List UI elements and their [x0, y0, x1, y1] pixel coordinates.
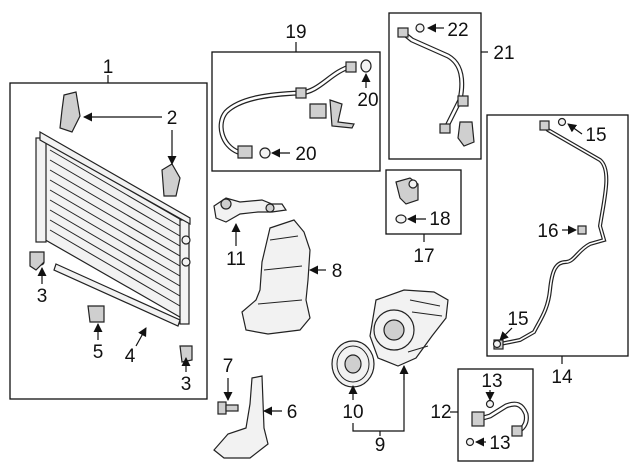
small-hose-group: 12 13 13 — [430, 368, 534, 462]
bolt — [217, 401, 239, 415]
clip-small — [87, 305, 105, 323]
pipe-group: 21 22 — [388, 12, 515, 160]
air-duct — [241, 219, 311, 335]
valve-group: 17 18 — [385, 169, 462, 267]
callout-3-right: 3 — [181, 374, 192, 395]
callout-18: 18 — [429, 209, 450, 230]
o-ring-small-upper — [485, 399, 495, 409]
bracket-lower — [161, 163, 181, 197]
discharge-pipe — [397, 27, 469, 134]
callout-9-bracket — [352, 372, 405, 432]
o-ring-upper — [360, 59, 372, 73]
pipe-group-box — [388, 12, 482, 160]
callout-3-left: 3 — [37, 286, 48, 307]
callout-15-lower: 15 — [507, 309, 528, 330]
condenser-core — [35, 130, 191, 325]
condenser-group: 1 2 3 5 4 3 — [9, 57, 208, 400]
callout-7: 7 — [223, 356, 234, 377]
callout-17: 17 — [413, 246, 434, 267]
callout-12: 12 — [430, 402, 451, 423]
callout-13-lower: 13 — [489, 433, 510, 454]
o-ring-small-lower — [465, 437, 475, 447]
support-bracket — [213, 375, 269, 459]
seal-strip — [53, 263, 181, 327]
callout-5: 5 — [93, 342, 104, 363]
o-ring-lower — [259, 147, 271, 159]
callout-10: 10 — [342, 402, 363, 423]
callout-2: 2 — [167, 108, 178, 129]
callout-14: 14 — [551, 367, 573, 388]
callout-6: 6 — [287, 402, 298, 423]
o-ring-tube-upper — [557, 117, 567, 127]
callout-13-upper: 13 — [481, 371, 502, 392]
callout-20-lower: 20 — [295, 144, 316, 165]
callout-1: 1 — [103, 57, 114, 78]
callout-21: 21 — [493, 43, 514, 64]
callout-22: 22 — [447, 20, 468, 41]
clutch-pulley — [331, 340, 375, 388]
liquid-tube-group-box — [486, 114, 629, 357]
o-ring-pipe — [415, 23, 425, 33]
clip-left — [29, 251, 45, 271]
compressor — [369, 289, 449, 367]
callout-8: 8 — [332, 261, 343, 282]
o-ring-tube-lower — [492, 339, 502, 349]
small-hose-group-box — [457, 368, 534, 462]
hose-fittings — [309, 99, 355, 129]
pipe-clamp — [457, 121, 475, 147]
callout-11: 11 — [226, 249, 246, 270]
callout-4: 4 — [125, 346, 136, 367]
callout-9: 9 — [375, 435, 386, 456]
bracket-upper — [59, 91, 81, 133]
callout-16: 16 — [537, 221, 558, 242]
suction-hose — [218, 61, 357, 159]
small-hose — [471, 401, 529, 437]
callout-15-upper: 15 — [585, 125, 606, 146]
callout-19: 19 — [285, 22, 306, 43]
hose-group: 19 20 20 — [211, 22, 381, 172]
mount-bracket — [213, 197, 288, 223]
o-ring-valve — [395, 214, 407, 224]
liquid-tube-group: 14 15 16 15 — [486, 114, 629, 388]
valve-core — [577, 225, 587, 235]
callout-20-upper: 20 — [357, 90, 378, 111]
